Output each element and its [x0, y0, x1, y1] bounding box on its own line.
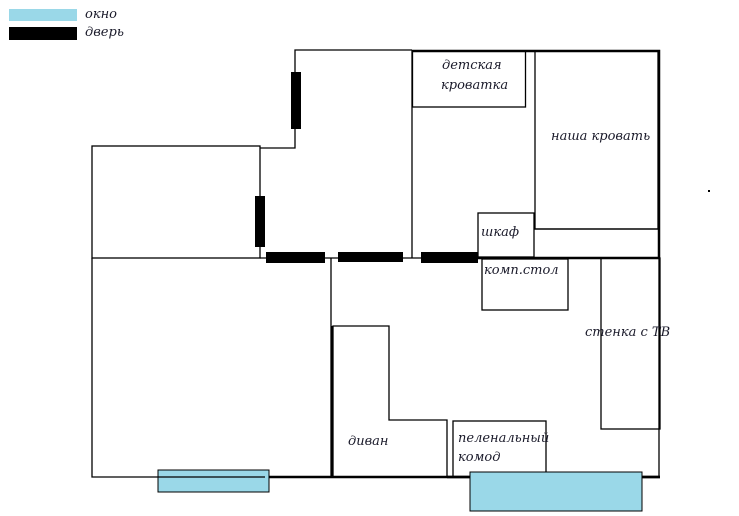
door-hallway-2 [338, 252, 403, 262]
legend-window-label: окно [85, 7, 117, 22]
our-bed-label: наша кровать [551, 129, 651, 144]
room-left-upper [91, 145, 261, 259]
sofa-label: диван [348, 434, 389, 449]
crib-label-line2: кроватка [441, 78, 509, 93]
door-top [291, 72, 301, 129]
door-hallway-1 [266, 252, 325, 263]
changing-dresser-label-line1: пеленальный [458, 431, 550, 446]
legend-window-swatch [9, 9, 77, 21]
computer-desk-label: комп.стол [484, 263, 559, 278]
window-right [469, 471, 643, 512]
room-left-lower-wall [91, 258, 331, 478]
computer-desk [481, 258, 569, 311]
stray-dot [708, 190, 710, 192]
wardrobe [477, 212, 535, 258]
door-bedroom [421, 252, 478, 263]
legend-door-swatch [9, 27, 77, 40]
tv-wall-label: стенка с ТВ [585, 325, 671, 340]
sofa [332, 325, 448, 477]
legend-door-label: дверь [85, 25, 124, 40]
crib [411, 50, 527, 108]
changing-dresser-label-line2: комод [458, 450, 501, 465]
wall-hallway-top [260, 49, 412, 149]
door-left-room [255, 196, 265, 247]
wardrobe-label: шкаф [481, 225, 520, 240]
window-left [157, 469, 270, 493]
crib-label-line1: детская [442, 58, 502, 73]
tv-wall-unit [600, 257, 661, 430]
